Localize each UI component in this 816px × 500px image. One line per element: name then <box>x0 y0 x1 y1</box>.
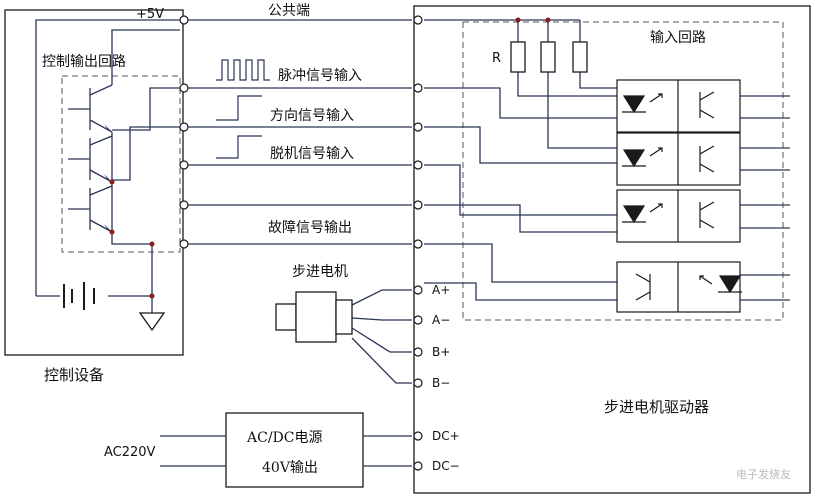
optocoupler-symbols <box>616 79 742 313</box>
control-device-label: 控制设备 <box>44 366 104 384</box>
input-loop-box <box>462 21 784 321</box>
terminal-a-minus-label: A− <box>432 313 450 327</box>
control-output-loop-box <box>61 75 181 253</box>
terminal-a-plus-label: A+ <box>432 283 450 297</box>
vcc-label: +5V <box>136 7 164 22</box>
terminal-b-minus-label: B− <box>432 376 450 390</box>
input-loop-label: 输入回路 <box>650 30 706 46</box>
signal-waveforms <box>216 59 270 159</box>
terminal-b-plus-label: B+ <box>432 345 450 359</box>
fault-output-label: 故障信号输出 <box>268 220 352 236</box>
transistor-symbols <box>104 124 112 232</box>
control-output-loop-label: 控制输出回路 <box>42 54 126 70</box>
offline-input-label: 脱机信号输入 <box>270 146 354 162</box>
power-supply-label-1: AC/DC电源 <box>246 430 322 446</box>
driver-box <box>413 5 811 494</box>
junction-dots <box>109 17 551 299</box>
watermark-text: 电子发烧友 <box>736 467 791 481</box>
terminal-dc-plus-label: DC+ <box>432 429 460 443</box>
terminal-dc-minus-label: DC− <box>432 459 460 473</box>
stepper-motor-label: 步进电机 <box>292 264 348 280</box>
wires <box>35 19 790 467</box>
power-supply-label-2: 40V输出 <box>262 460 318 476</box>
ac-input-label: AC220V <box>104 445 156 460</box>
common-terminal-label: 公共端 <box>268 3 310 19</box>
stepper-driver-label: 步进电机驱动器 <box>604 398 709 416</box>
resistor-symbols <box>510 41 588 73</box>
direction-input-label: 方向信号输入 <box>270 108 354 124</box>
ground-symbol <box>138 312 166 332</box>
resistor-label: R <box>492 51 501 66</box>
terminals <box>179 15 423 471</box>
stepper-motor-symbol <box>275 291 353 343</box>
pulse-input-label: 脉冲信号输入 <box>278 68 362 84</box>
battery-symbol <box>63 282 95 310</box>
power-supply-box <box>225 412 364 488</box>
control-device-box <box>4 9 184 356</box>
